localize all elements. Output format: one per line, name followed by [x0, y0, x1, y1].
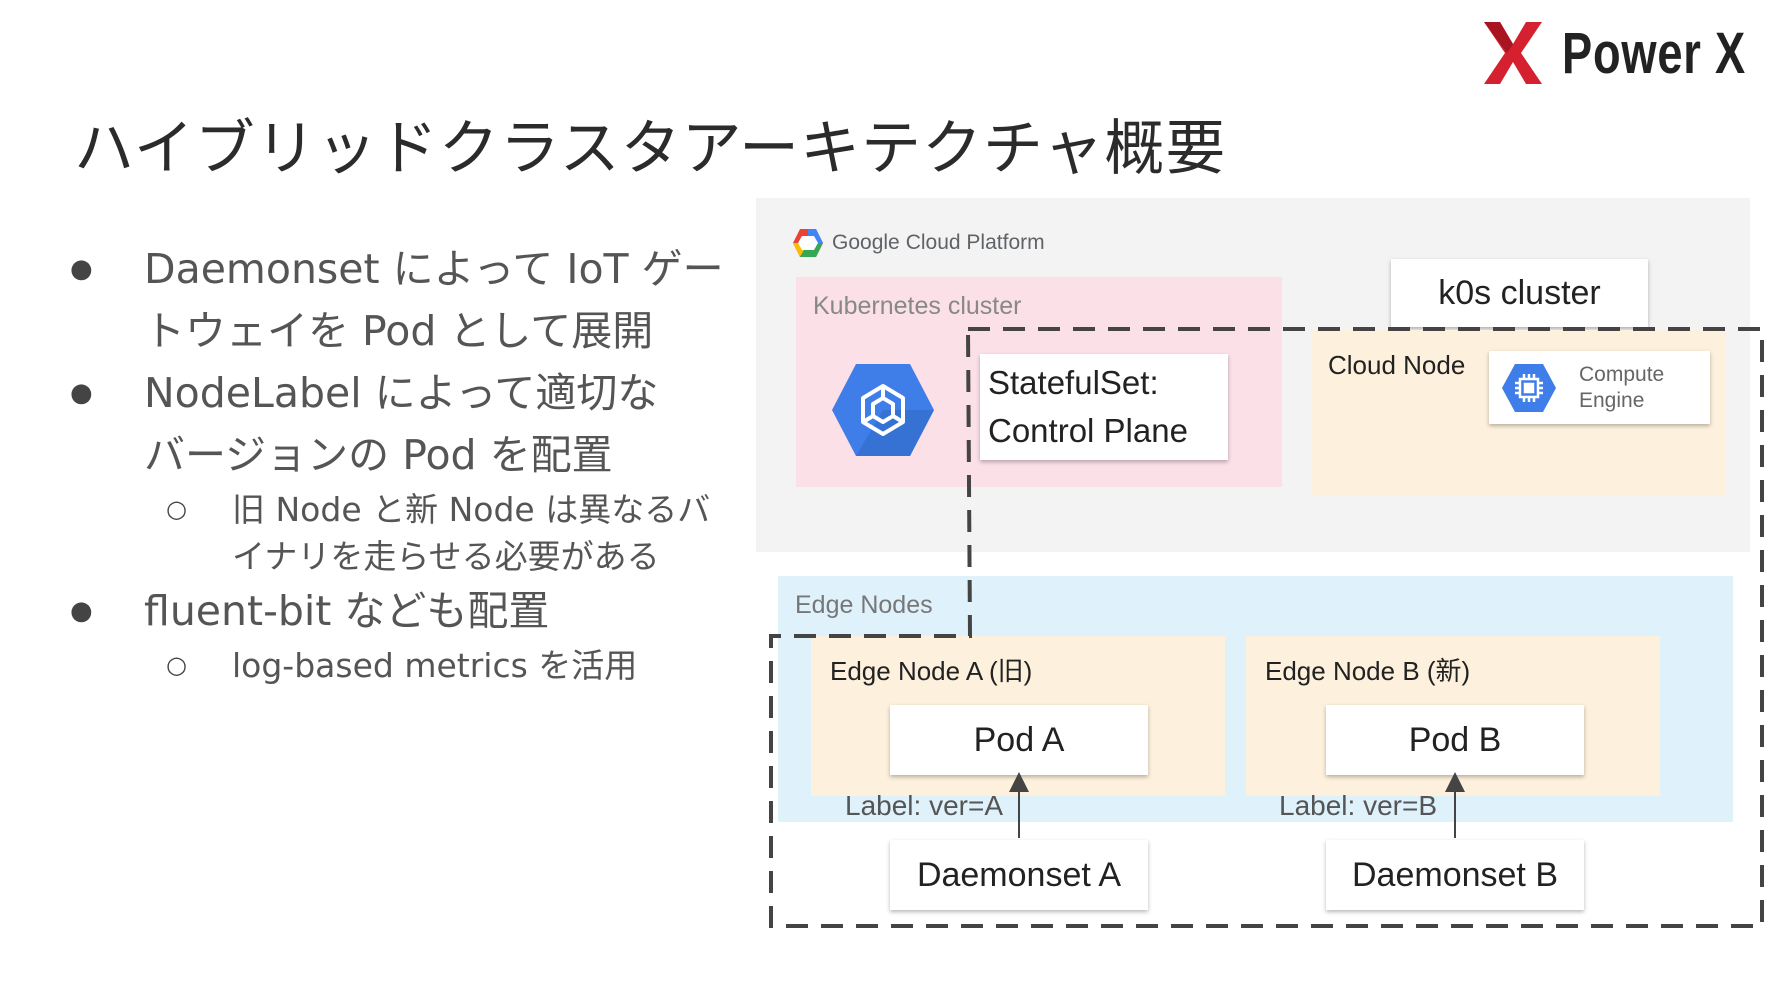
kubernetes-cluster-label: Kubernetes cluster	[813, 292, 1022, 320]
label-ver-a: Label: ver=A	[845, 790, 1003, 821]
edge-node-a-label: Edge Node A (旧)	[830, 656, 1033, 686]
bullet-text: バージョンの Pod を配置	[144, 431, 613, 479]
compute-engine-chip-icon	[1502, 363, 1556, 412]
slide-title: ハイブリッドクラスタアーキテクチャ概要	[74, 114, 1227, 184]
bullet-dot-icon: ●	[70, 254, 93, 284]
daemonset-b-card: Daemonset B	[1326, 840, 1584, 910]
daemonset-a-card: Daemonset A	[890, 840, 1148, 910]
bullet-list: ● Daemonset によって IoT ゲー トウェイを Pod として展開 …	[70, 238, 730, 689]
compute-engine-card: Compute Engine	[1489, 351, 1710, 424]
pod-a-card: Pod A	[890, 705, 1148, 775]
k0s-cluster-card: k0s cluster	[1391, 259, 1648, 327]
bullet-text: fluent-bit なども配置	[144, 587, 550, 635]
edge-node-b-label: Edge Node B (新)	[1265, 656, 1471, 686]
bullet-circle-icon: ○	[166, 651, 187, 679]
powerx-logo: Power X	[1480, 18, 1779, 88]
compute-engine-line2: Engine	[1579, 388, 1645, 412]
logo-brand-text: Power X	[1562, 20, 1746, 86]
statefulset-line1: StatefulSet:	[988, 364, 1159, 401]
label-ver-b: Label: ver=B	[1279, 790, 1437, 821]
sub-bullet-item: ○ 旧 Node と新 Node は異なるバ イナリを走らせる必要がある	[166, 486, 730, 580]
pod-b-card: Pod B	[1326, 705, 1584, 775]
bullet-text: 旧 Node と新 Node は異なるバ	[232, 490, 711, 529]
bullet-text: Daemonset によって IoT ゲー	[144, 245, 724, 293]
bullet-dot-icon: ●	[70, 596, 93, 626]
bullet-circle-icon: ○	[166, 495, 187, 523]
powerx-x-mark-icon	[1484, 22, 1542, 84]
bullet-text: log-based metrics を活用	[232, 646, 638, 685]
google-cloud-hexagon-icon	[793, 229, 823, 257]
sub-bullet-item: ○ log-based metrics を活用	[166, 642, 730, 689]
compute-engine-label: Compute Engine	[1579, 362, 1664, 414]
bullet-item: ● NodeLabel によって適切な バージョンの Pod を配置	[70, 362, 730, 486]
statefulset-line2: Control Plane	[988, 412, 1188, 449]
cloud-node-label: Cloud Node	[1328, 350, 1466, 380]
gcp-label: Google Cloud Platform	[792, 228, 1045, 258]
bullet-text: NodeLabel によって適切な	[144, 369, 659, 417]
compute-engine-line1: Compute	[1579, 362, 1665, 386]
statefulset-control-plane-card: StatefulSet: Control Plane	[980, 354, 1228, 460]
bullet-item: ● fluent-bit なども配置	[70, 580, 730, 642]
bullet-text: イナリを走らせる必要がある	[232, 537, 660, 576]
edge-nodes-label: Edge Nodes	[795, 591, 933, 619]
bullet-text: トウェイを Pod として展開	[144, 307, 654, 355]
bullet-item: ● Daemonset によって IoT ゲー トウェイを Pod として展開	[70, 238, 730, 362]
kubernetes-engine-hexagon-icon	[832, 364, 934, 456]
gcp-platform-text: Cloud Platform	[905, 231, 1045, 254]
k0s-cluster-dashed-boundary	[769, 327, 1764, 928]
bullet-dot-icon: ●	[70, 378, 93, 408]
gcp-google-text: Google	[832, 231, 900, 254]
